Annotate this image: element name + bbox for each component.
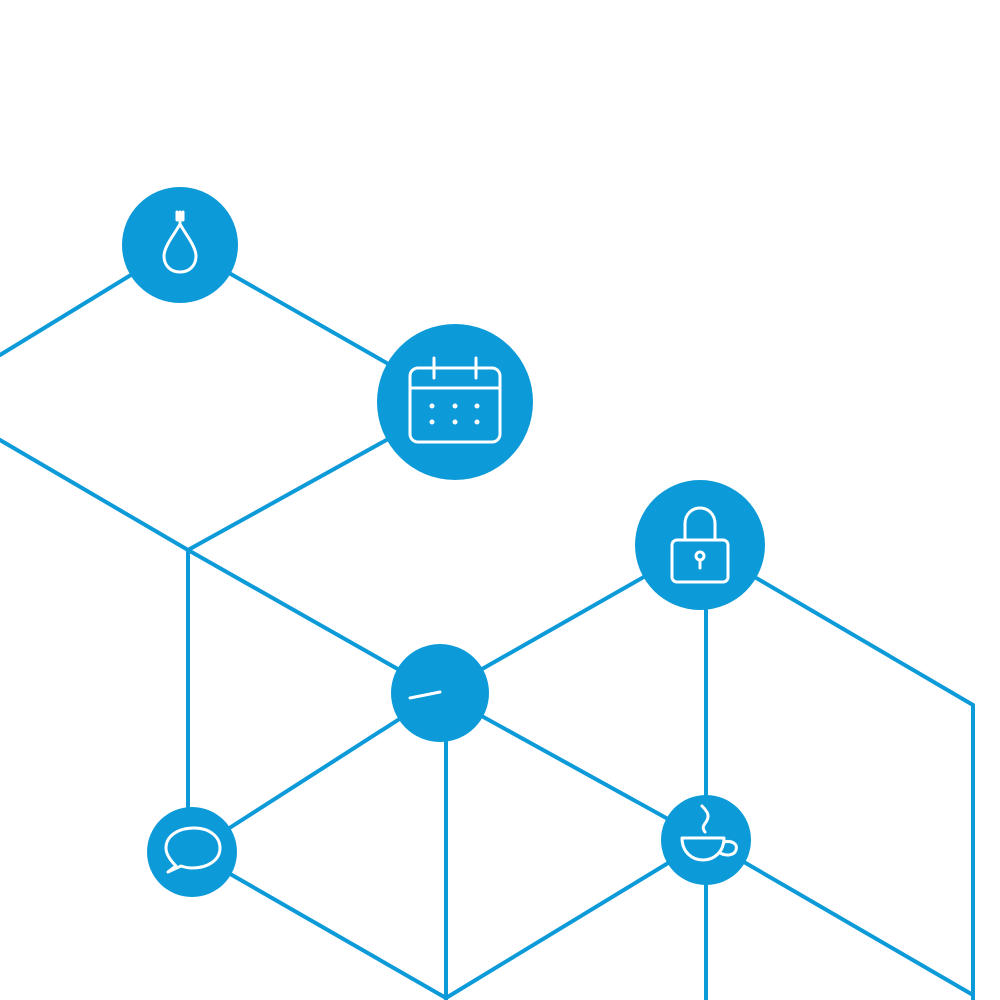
coffee-cup-icon [680, 804, 738, 862]
node-lock [635, 480, 765, 610]
edge-coffee-to-bottom [444, 838, 708, 1000]
speech-bubble-icon [164, 826, 222, 874]
node-coffee [661, 795, 751, 885]
edges [0, 243, 975, 1000]
node-drop [122, 187, 238, 303]
edge-center-to-chat [190, 691, 442, 854]
node-chat [147, 807, 237, 897]
edge-chat-to-bottom [190, 850, 448, 1000]
lock-icon [670, 506, 730, 584]
edge-center-to-coffee [438, 691, 708, 842]
minus-icon [408, 690, 442, 700]
node-center [391, 644, 489, 742]
node-calendar [377, 324, 533, 480]
drop-icon [162, 210, 198, 274]
edge-coffee-to-right [704, 838, 975, 997]
edge-left-to-junction [0, 438, 190, 552]
calendar-icon [408, 356, 502, 444]
